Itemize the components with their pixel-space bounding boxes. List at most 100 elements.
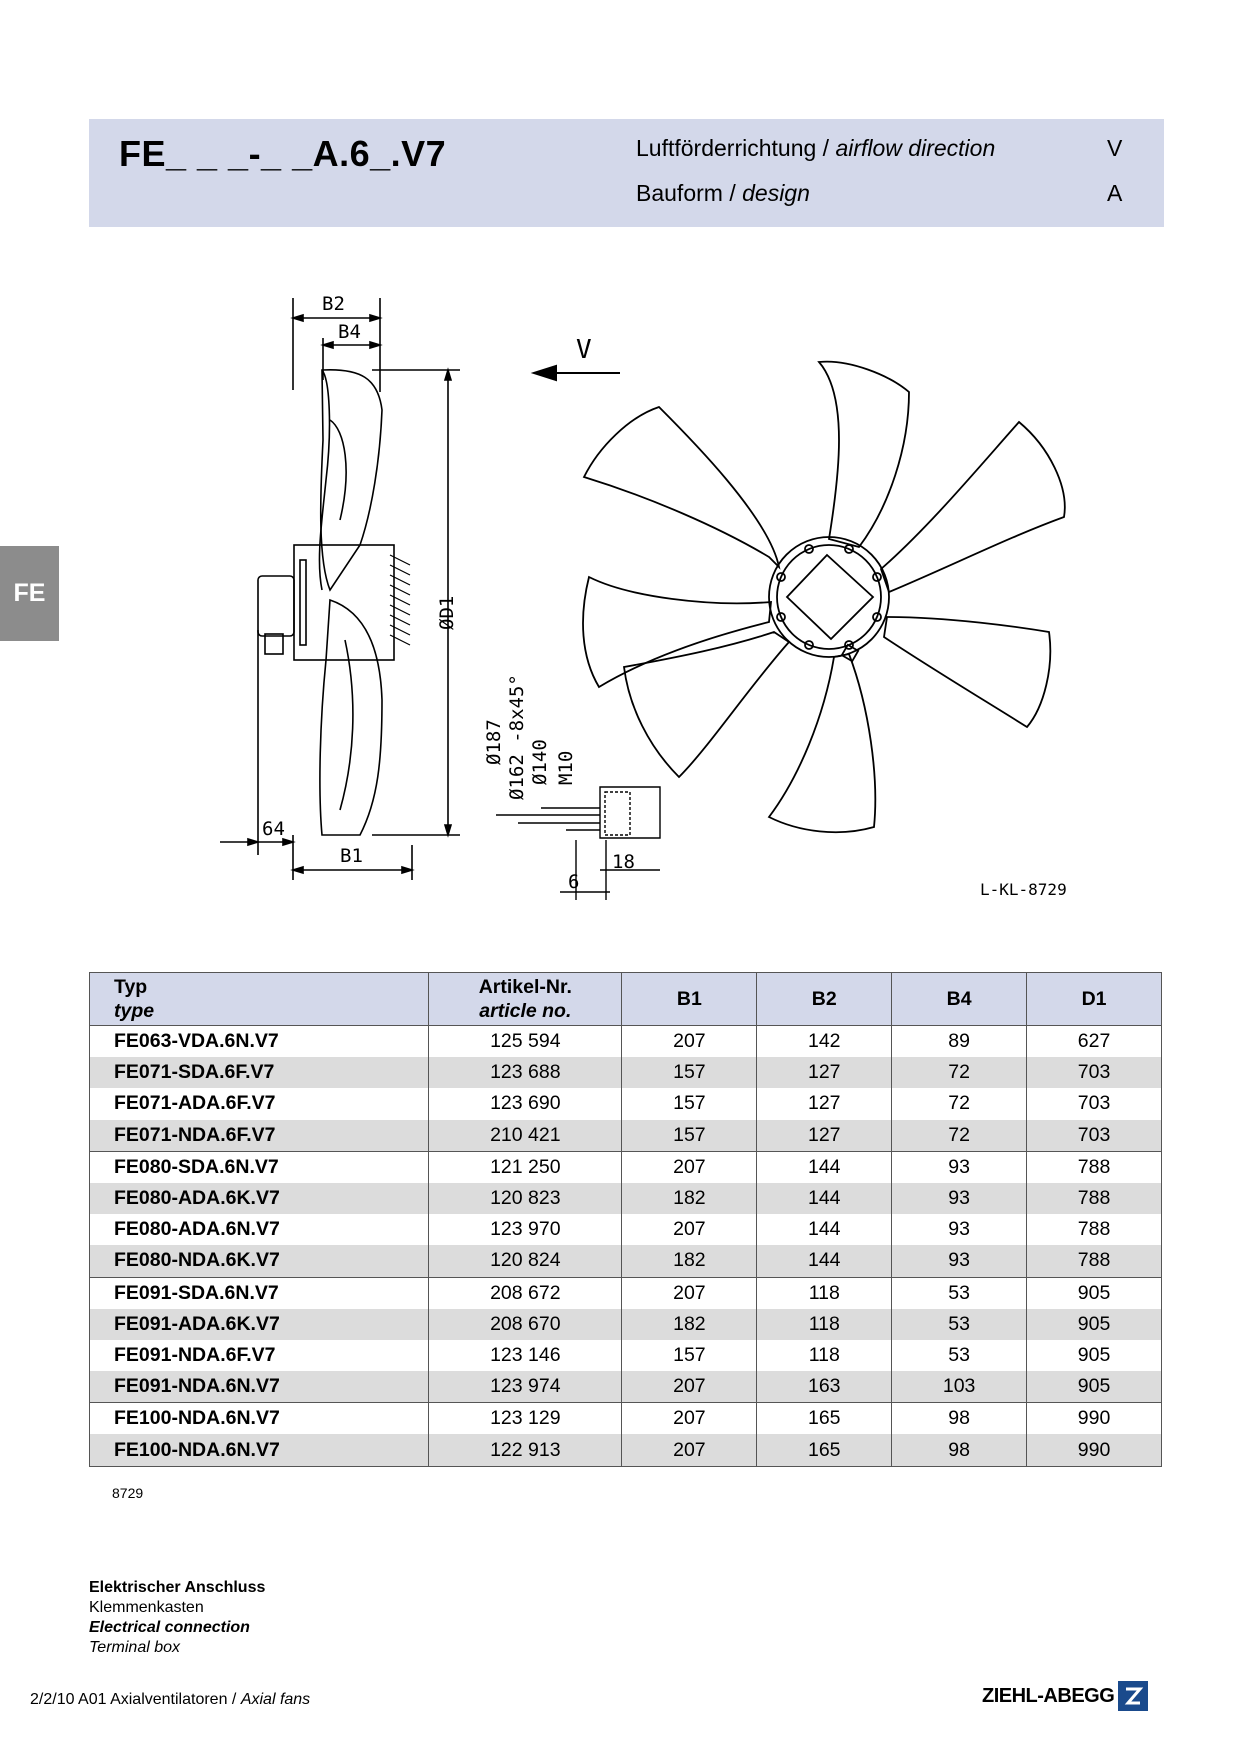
cell-d1: 788 [1026,1214,1162,1246]
cell-d1: 788 [1026,1150,1162,1183]
cell-b4: 72 [891,1057,1028,1089]
airflow-label: Luftförderrichtung / airflow direction [636,135,996,161]
elec-sub-en: Terminal box [89,1639,181,1656]
cell-b1: 207 [621,1214,758,1246]
cell-article: 208 672 [428,1276,623,1309]
cell-b2: 144 [756,1214,893,1246]
cell-b1: 207 [621,1150,758,1183]
cell-article: 123 146 [428,1339,623,1372]
brand-name: ZIEHL-ABEGG [982,1684,1115,1707]
airflow-arrow [530,364,620,382]
cell-d1: 788 [1026,1182,1162,1215]
cell-b4: 98 [891,1402,1028,1435]
cell-b1: 157 [621,1088,758,1120]
col-article: Artikel-Nr.article no. [428,972,623,1026]
cell-type: FE100-NDA.6N.V7 [88,1434,430,1467]
brand-mark-icon [1118,1681,1149,1711]
cell-b1: 207 [621,1276,758,1309]
cell-b2: 118 [756,1339,893,1372]
cell-b4: 93 [891,1150,1028,1183]
cell-b4: 93 [891,1214,1028,1246]
cell-d1: 703 [1026,1057,1162,1089]
cell-type: FE071-SDA.6F.V7 [88,1057,430,1089]
cell-b1: 182 [621,1308,758,1340]
cell-b1: 157 [621,1339,758,1372]
dim-b4: B4 [338,321,361,343]
cell-b2: 144 [756,1150,893,1183]
cell-d1: 703 [1026,1088,1162,1120]
cell-type: FE091-NDA.6F.V7 [88,1339,430,1372]
design-label: Bauform / design [636,180,810,206]
cell-type: FE080-NDA.6K.V7 [88,1245,430,1277]
dim-18: 18 [612,851,635,873]
cell-type: FE071-NDA.6F.V7 [88,1119,430,1152]
cell-b2: 165 [756,1402,893,1435]
cell-b2: 127 [756,1057,893,1089]
col-b1: B1 [621,972,758,1026]
dim-64: 64 [262,818,285,840]
elec-title-en: Electrical connection [89,1619,250,1636]
cell-article: 123 690 [428,1088,623,1120]
dim-m10: M10 [555,751,577,785]
side-view [220,298,460,880]
cell-type: FE063-VDA.6N.V7 [88,1025,430,1058]
cell-d1: 990 [1026,1434,1162,1467]
cell-b4: 98 [891,1434,1028,1467]
drawing-id: L-KL-8729 [980,880,1067,899]
cell-b1: 207 [621,1402,758,1435]
dim-b1: B1 [340,845,363,867]
cell-type: FE091-NDA.6N.V7 [88,1371,430,1403]
title-bar: FE_ _ _-_ _A.6_.V7 Luftförderrichtung / … [89,119,1164,227]
airflow-value: V [1107,135,1123,161]
front-view-fan [582,360,1066,834]
cell-b1: 207 [621,1371,758,1403]
technical-drawing: B2 B4 B1 64 ØD1 Ø187 Ø162 -8x45° Ø140 M1… [220,293,1067,900]
cell-b1: 182 [621,1182,758,1215]
cell-type: FE080-ADA.6N.V7 [88,1214,430,1246]
cell-article: 125 594 [428,1025,623,1058]
cell-b4: 72 [891,1119,1028,1152]
airflow-arrow-label: V [576,335,592,365]
cell-b2: 144 [756,1182,893,1215]
cell-d1: 703 [1026,1119,1162,1152]
cell-b1: 207 [621,1434,758,1467]
cell-article: 123 129 [428,1402,623,1435]
cell-article: 122 913 [428,1434,623,1467]
cell-article: 120 823 [428,1182,623,1215]
electrical-connection: Elektrischer Anschluss Klemmenkasten Ele… [89,1578,265,1658]
model-code: FE_ _ _-_ _A.6_.V7 [119,133,447,174]
cell-b4: 89 [891,1025,1028,1058]
cell-b1: 157 [621,1119,758,1152]
cell-b2: 127 [756,1088,893,1120]
table-note: 8729 [112,1485,144,1501]
cell-article: 210 421 [428,1119,623,1152]
page-footer: 2/2/10 A01 Axialventilatoren / Axial fan… [30,1691,311,1708]
cell-b4: 53 [891,1276,1028,1309]
cell-b4: 53 [891,1308,1028,1340]
cell-article: 208 670 [428,1308,623,1340]
col-b4: B4 [891,972,1028,1026]
dim-187: Ø187 [483,719,505,765]
cell-article: 123 974 [428,1371,623,1403]
cell-b2: 165 [756,1434,893,1467]
cell-b4: 93 [891,1182,1028,1215]
cell-d1: 788 [1026,1245,1162,1277]
cell-article: 121 250 [428,1150,623,1183]
cell-b2: 163 [756,1371,893,1403]
cell-article: 120 824 [428,1245,623,1277]
design-value: A [1107,180,1123,206]
cell-b1: 182 [621,1245,758,1277]
dim-140: Ø140 [529,739,551,785]
cell-d1: 905 [1026,1371,1162,1403]
elec-sub-de: Klemmenkasten [89,1599,204,1616]
